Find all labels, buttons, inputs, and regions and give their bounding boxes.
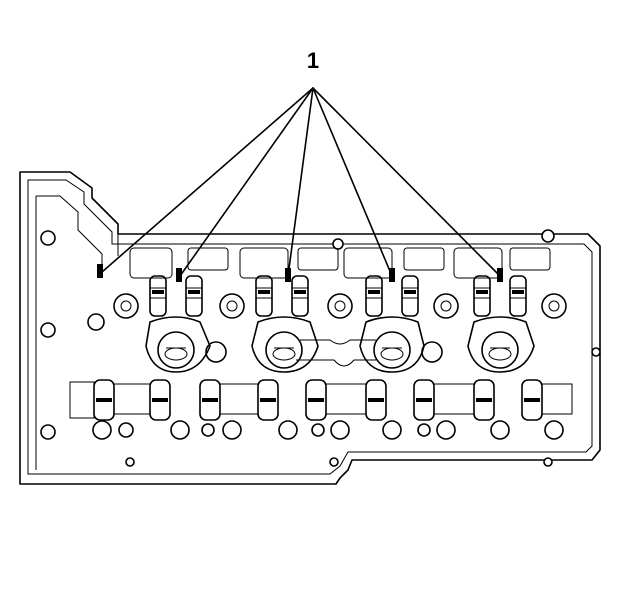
cylinder-head-outline <box>19 171 601 485</box>
leader-line <box>287 87 314 277</box>
leader-line <box>312 87 501 277</box>
leader-line <box>312 87 393 277</box>
leader-line <box>101 87 314 273</box>
valve-springs-lower <box>69 379 573 421</box>
shading-accents <box>96 290 540 402</box>
callout-label: 1 <box>307 48 319 73</box>
valve-springs-upper <box>149 275 527 317</box>
bolt-bosses <box>40 229 601 440</box>
callout-target-points <box>97 264 503 282</box>
lower-bolts <box>92 420 564 467</box>
callout-leaders <box>101 87 501 277</box>
leader-line <box>179 87 314 277</box>
spark-plug-wells <box>145 316 535 373</box>
